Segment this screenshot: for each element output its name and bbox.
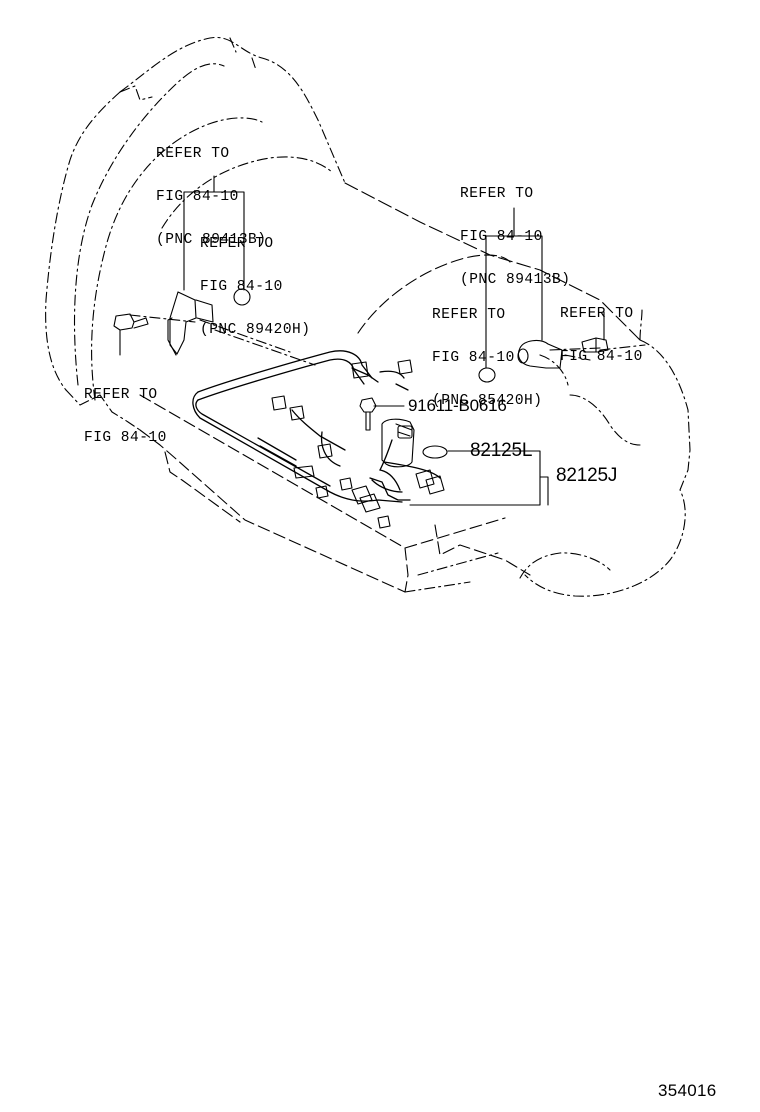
callout-line: REFER TO (156, 146, 230, 162)
callout-line: (PNC 89420H) (200, 322, 311, 338)
callout-line: REFER TO (432, 307, 506, 323)
left-o-ring (233, 288, 251, 306)
main-connector (381, 418, 415, 468)
alignment-line-left (129, 314, 316, 366)
callout-line: FIG 84-10 (432, 350, 515, 366)
callout-ref-center-left: REFER TO FIG 84-10 (PNC 89420H) (200, 208, 310, 352)
left-speed-sensor (167, 291, 214, 356)
extension-housing-band (519, 552, 611, 579)
right-speed-sensor (517, 339, 563, 369)
bell-housing-rim (91, 117, 263, 401)
alignment-line-pan (404, 552, 499, 593)
callout-line: FIG 84-10 (84, 430, 167, 446)
callout-ref-far-right: REFER TO FIG 84-10 (560, 278, 643, 379)
transmission-side-arc (357, 254, 511, 334)
part-number-bolt: 91611-B0616 (408, 396, 507, 415)
right-o-ring (478, 367, 496, 383)
callout-ref-left: REFER TO FIG 84-10 (84, 359, 167, 460)
transmission-pan-rear (434, 524, 531, 576)
callout-line: (PNC 89413B) (460, 272, 571, 288)
bolt-91611 (359, 397, 377, 431)
callout-line: (PNC 89413B) (156, 232, 267, 248)
transmission-case-pan-top (139, 429, 406, 593)
callout-line: (PNC 85420H) (432, 393, 543, 409)
figure-number: 354016 (658, 1081, 717, 1100)
callout-line: FIG 84-10 (560, 349, 643, 365)
leader-harness (539, 476, 549, 506)
extension-housing-inner (639, 309, 643, 341)
left-bolt (113, 313, 149, 331)
bell-housing-scallop (119, 37, 257, 101)
leader-top-right (485, 207, 543, 369)
bell-housing-outline (45, 36, 346, 391)
callout-line: REFER TO (200, 236, 274, 252)
part-number-harness: 82125J (556, 465, 618, 486)
part-number-o-ring: 82125L (470, 440, 533, 461)
callout-line: REFER TO (460, 186, 534, 202)
callout-line: FIG 84-10 (156, 189, 239, 205)
callout-line: FIG 84-10 (200, 279, 283, 295)
right-bolt (581, 337, 609, 353)
transmission-oil-pan (139, 394, 506, 593)
callout-line: FIG 84-10 (460, 229, 543, 245)
leader-oring (409, 450, 541, 506)
extension-housing-detail-2 (539, 354, 569, 386)
callout-ref-top-left: REFER TO FIG 84-10 (PNC 89413B) (156, 118, 266, 262)
bell-housing-left-edge (65, 389, 141, 431)
leader-top-left (183, 175, 245, 291)
extension-housing-outline (524, 339, 691, 597)
bell-housing-inner (73, 63, 225, 386)
transmission-case-top (344, 182, 641, 341)
callout-line: REFER TO (84, 387, 158, 403)
callout-ref-top-right: REFER TO FIG 84-10 (PNC 89413B) (460, 158, 570, 302)
callout-ref-center-right: REFER TO FIG 84-10 (PNC 85420H) (432, 279, 542, 423)
harness-connectors (271, 359, 445, 529)
o-ring-82125l (422, 445, 448, 459)
callout-line: REFER TO (560, 306, 634, 322)
transmission-case-lower (164, 451, 241, 523)
extension-housing-detail (569, 394, 641, 446)
